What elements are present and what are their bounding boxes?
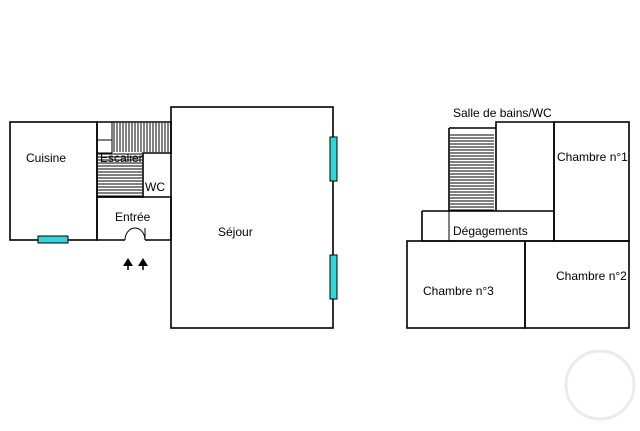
label-entree: Entrée (115, 210, 151, 224)
window-sejour-1 (329, 136, 338, 182)
label-chambre3: Chambre n°3 (423, 284, 494, 298)
room-sejour (170, 106, 334, 329)
stair-treads-ground (98, 123, 169, 197)
label-cuisine: Cuisine (26, 151, 66, 165)
watermark-logo-icon (564, 349, 636, 421)
door-entree (124, 227, 146, 241)
label-wc: WC (145, 180, 165, 194)
label-salle-de-bains: Salle de bains/WC (453, 106, 552, 120)
label-chambre2: Chambre n°2 (556, 269, 627, 283)
ground-floor: Cuisine Escalier WC Entrée Séjour (9, 106, 338, 329)
label-chambre1: Chambre n°1 (557, 150, 628, 164)
label-escalier: Escalier (100, 151, 143, 165)
room-cuisine (9, 121, 98, 241)
room-chambre2 (524, 240, 630, 329)
stair-treads-upper (450, 134, 494, 211)
room-chambre1 (553, 121, 630, 242)
window-cuisine (37, 235, 69, 244)
upper-floor: Salle de bains/WC Chambre n°1 Dégagement… (406, 106, 630, 329)
window-sejour-2 (329, 254, 338, 300)
wall-escalier-upper (97, 122, 113, 154)
label-sejour: Séjour (218, 225, 253, 239)
entry-arrows-icon (123, 258, 148, 270)
label-degagements: Dégagements (453, 224, 528, 238)
